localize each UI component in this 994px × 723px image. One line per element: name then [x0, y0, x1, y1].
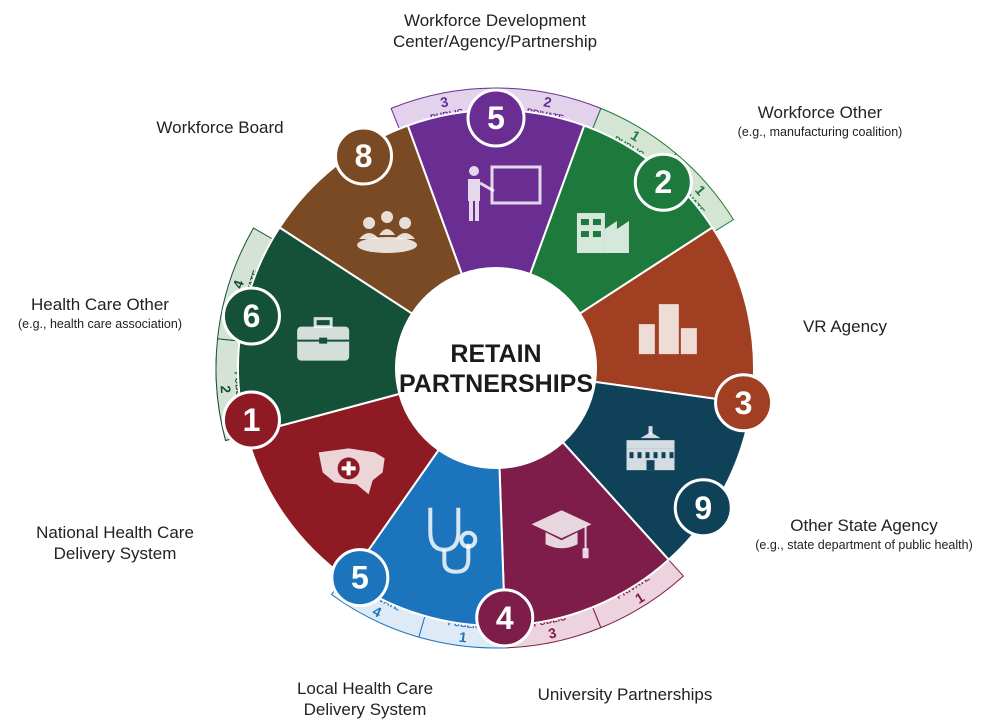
- total-badge: [633, 152, 693, 212]
- label-workforce-development: Workforce Development Center/Agency/Part…: [360, 10, 630, 53]
- label-subtitle: (e.g., manufacturing coalition): [737, 125, 903, 140]
- label-vr-agency: VR Agency: [790, 316, 900, 337]
- label-title: Workforce Development Center/Agency/Part…: [392, 11, 598, 52]
- label-title: VR Agency: [802, 317, 888, 336]
- label-university-partnerships: University Partnerships: [520, 684, 730, 705]
- label-local-health-care: Local Health Care Delivery System: [270, 678, 460, 721]
- graduation-cap-icon: [531, 510, 592, 559]
- label-subtitle: (e.g., health care association): [18, 317, 182, 332]
- label-title: University Partnerships: [537, 685, 713, 704]
- stethoscope-icon: [428, 507, 478, 574]
- total-count: 8: [355, 138, 373, 174]
- total-count: 2: [654, 164, 672, 200]
- label-other-state-agency: Other State Agency (e.g., state departme…: [738, 515, 990, 554]
- us-map-cross-icon: [318, 448, 385, 495]
- total-badge: [334, 126, 394, 186]
- total-count: 1: [243, 402, 261, 438]
- icons-layer: [297, 165, 697, 574]
- badges-layer: 5 2 3 9 4 5 1 6 8: [221, 88, 774, 648]
- label-health-care-other: Health Care Other (e.g., health care ass…: [0, 294, 200, 333]
- label-title: National Health Care Delivery System: [36, 523, 194, 564]
- total-count: 6: [243, 298, 261, 334]
- total-count: 3: [735, 385, 753, 421]
- label-national-health-care: National Health Care Delivery System: [20, 522, 210, 565]
- presenter-icon: [468, 165, 542, 221]
- label-subtitle: (e.g., state department of public health…: [755, 538, 973, 553]
- total-count: 9: [694, 490, 712, 526]
- tab-count: 3: [547, 624, 558, 641]
- label-title: Workforce Other: [757, 103, 883, 122]
- total-badge: [475, 588, 535, 648]
- center-title-line2: PARTNERSHIPS: [399, 370, 593, 398]
- total-badge: [714, 373, 774, 433]
- briefcase-icon: [297, 317, 350, 361]
- label-workforce-other: Workforce Other (e.g., manufacturing coa…: [720, 102, 920, 141]
- tab-count: 3: [439, 93, 450, 110]
- label-workforce-board: Workforce Board: [140, 117, 300, 138]
- tab-count: 2: [218, 385, 235, 394]
- total-badge: [221, 286, 281, 346]
- total-count: 5: [487, 100, 505, 136]
- label-title: Workforce Board: [156, 118, 284, 137]
- total-badge: [466, 88, 526, 148]
- total-badge: [221, 390, 281, 450]
- buildings-icon: [638, 304, 697, 355]
- total-badge: [673, 478, 733, 538]
- sector-workforce-other: [528, 124, 714, 315]
- tab-count: 2: [542, 93, 553, 110]
- total-badge: [330, 548, 390, 608]
- label-title: Other State Agency: [790, 516, 938, 535]
- sector-workforce-development: [406, 109, 586, 276]
- tab-count: 1: [458, 629, 468, 646]
- factory-icon: [576, 213, 629, 254]
- center-circle: [398, 270, 594, 466]
- meeting-icon: [357, 211, 418, 254]
- total-count: 5: [351, 560, 369, 596]
- center-title-line1: RETAIN: [450, 340, 541, 368]
- label-title: Local Health Care Delivery System: [296, 679, 434, 720]
- capitol-icon: [626, 426, 675, 471]
- total-count: 4: [496, 600, 514, 636]
- label-title: Health Care Other: [31, 295, 169, 314]
